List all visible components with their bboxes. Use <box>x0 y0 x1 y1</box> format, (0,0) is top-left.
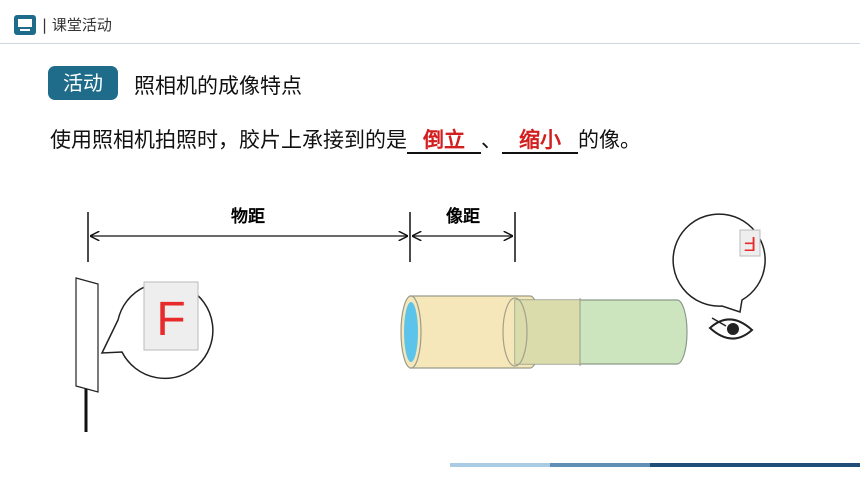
image-distance-label: 像距 <box>446 207 480 227</box>
image-letter: F <box>744 232 756 254</box>
header-title: | 课堂活动 <box>42 16 112 34</box>
camera-diagram: 物距 像距 F F <box>75 206 766 432</box>
tube-joint <box>502 297 528 367</box>
presentation-icon <box>14 15 36 35</box>
section-title: 照相机的成像特点 <box>134 74 302 98</box>
answer-blank-1: 倒立 <box>407 128 481 154</box>
header-bar: | 课堂活动 <box>0 0 860 44</box>
answer-blank-2: 缩小 <box>502 128 578 154</box>
footer-bar-light <box>450 463 550 467</box>
footer-bar-dark <box>650 463 860 467</box>
lens <box>404 302 418 362</box>
tube-overlap <box>515 300 580 364</box>
sentence-suffix: 的像。 <box>578 128 641 152</box>
sentence-prefix: 使用照相机拍照时，胶片上承接到的是 <box>50 128 407 152</box>
object-letter: F <box>156 293 185 346</box>
footer-bar-mid <box>550 463 650 467</box>
question-sentence: 使用照相机拍照时，胶片上承接到的是倒立、缩小的像。 <box>50 125 641 155</box>
object-distance-label: 物距 <box>231 206 265 227</box>
object-letter-card <box>143 281 199 351</box>
image-letter-card <box>739 229 761 257</box>
sentence-separator: 、 <box>481 128 502 152</box>
eye-icon <box>708 317 754 340</box>
header-divider <box>0 43 860 44</box>
activity-badge: 活动 <box>48 66 118 100</box>
image-callout-bubble <box>672 213 766 313</box>
object-card <box>75 277 99 393</box>
